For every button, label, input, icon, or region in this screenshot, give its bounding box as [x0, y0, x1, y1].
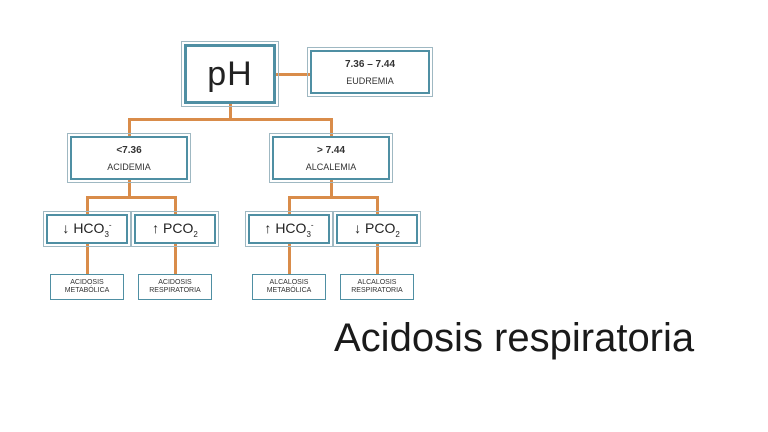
outcome-line2: METABÓLICA — [64, 287, 110, 294]
mechanism-label: ↓ PCO2 — [354, 219, 400, 239]
mechanism-box-2: ↑ PCO2 — [131, 211, 219, 247]
acidemia-range: <7.36 — [116, 144, 142, 156]
outcome-box-4: ALCALOSIS RESPIRATORIA — [340, 274, 414, 300]
connector-out-1 — [86, 244, 89, 274]
connector-ph-down — [229, 104, 232, 120]
ph-box: pH — [181, 41, 279, 107]
mechanism-label: ↑ HCO3- — [264, 219, 314, 239]
arrow-up-icon: ↑ — [152, 219, 160, 236]
mechanism-box-1: ↓ HCO3- — [43, 211, 131, 247]
alcalemia-label: ALCALEMIA — [305, 161, 357, 172]
connector-alca-down — [330, 180, 333, 198]
connector-out-3 — [288, 244, 291, 274]
outcome-box-3: ALCALOSIS METABÓLICA — [252, 274, 326, 300]
connector-acid-right — [174, 196, 177, 214]
mechanism-label: ↑ PCO2 — [152, 219, 198, 239]
slide-title: Acidosis respiratoria — [334, 316, 695, 360]
mechanism-box-3: ↑ HCO3- — [245, 211, 333, 247]
outcome-line2: RESPIRATORIA — [351, 287, 403, 294]
connector-to-acidemia — [128, 118, 131, 136]
arrow-down-icon: ↓ — [354, 219, 362, 236]
connector-out-4 — [376, 244, 379, 274]
connector-to-alcalemia — [330, 118, 333, 136]
connector-acid-left — [86, 196, 89, 214]
outcome-line1: ACIDOSIS — [158, 279, 192, 286]
alcalemia-range: > 7.44 — [316, 144, 346, 156]
eudremia-box: 7.36 – 7.44 EUDREMIA — [307, 47, 433, 97]
mechanism-box-4: ↓ PCO2 — [333, 211, 421, 247]
outcome-line1: ALCALOSIS — [269, 279, 309, 286]
outcome-box-1: ACIDOSIS METABÓLICA — [50, 274, 124, 300]
acidemia-label: ACIDEMIA — [107, 161, 151, 172]
ph-label: pH — [207, 54, 253, 93]
arrow-up-icon: ↑ — [264, 219, 272, 236]
connector-alca-bar — [288, 196, 378, 199]
connector-ph-eudremia — [276, 73, 310, 76]
mechanism-label: ↓ HCO3- — [62, 219, 112, 239]
outcome-line2: METABÓLICA — [266, 287, 312, 294]
connector-out-2 — [174, 244, 177, 274]
arrow-down-icon: ↓ — [62, 219, 70, 236]
outcome-box-2: ACIDOSIS RESPIRATORIA — [138, 274, 212, 300]
outcome-line1: ACIDOSIS — [70, 279, 104, 286]
alcalemia-box: > 7.44 ALCALEMIA — [269, 133, 393, 183]
outcome-line1: ALCALOSIS — [357, 279, 397, 286]
connector-level2-bar — [128, 118, 332, 121]
connector-alca-right — [376, 196, 379, 214]
outcome-line2: RESPIRATORIA — [149, 287, 201, 294]
eudremia-range: 7.36 – 7.44 — [344, 58, 396, 70]
acidemia-box: <7.36 ACIDEMIA — [67, 133, 191, 183]
connector-acid-down — [128, 180, 131, 198]
connector-alca-left — [288, 196, 291, 214]
eudremia-label: EUDREMIA — [346, 75, 394, 86]
connector-acid-bar — [86, 196, 176, 199]
